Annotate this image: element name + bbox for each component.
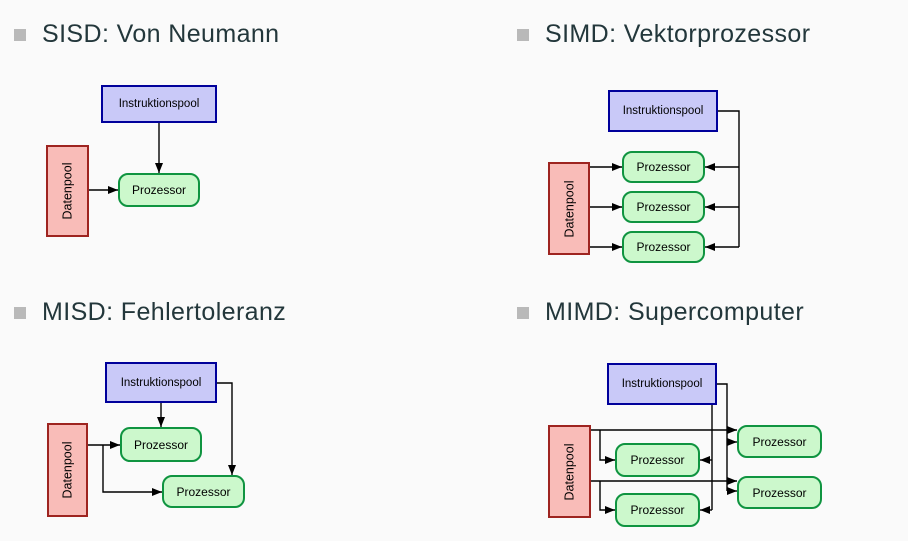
misd-instruction-pool-box: Instruktionspool — [105, 362, 217, 403]
bullet-square-icon — [517, 29, 529, 41]
instruction-pool-label: Instruktionspool — [622, 105, 704, 117]
data-pool-label: Datenpool — [562, 443, 577, 500]
bullet-square-icon — [14, 29, 26, 41]
processor-label: Prozessor — [636, 200, 691, 214]
processor-label: Prozessor — [630, 453, 685, 467]
mimd-instruction-trunk-right — [716, 383, 728, 491]
simd-instruction-pool-box: Instruktionspool — [608, 90, 718, 132]
misd-instruction-arrow-2 — [216, 382, 236, 475]
processor-label: Prozessor — [636, 160, 691, 174]
sisd-instruction-pool-box: Instruktionspool — [101, 85, 217, 123]
misd-processor-box-2: Prozessor — [162, 475, 245, 508]
simd-processor-box-3: Prozessor — [622, 231, 705, 263]
data-pool-label: Datenpool — [562, 180, 576, 237]
simd-data-pool-box: Datenpool — [548, 162, 590, 255]
processor-label: Prozessor — [176, 484, 231, 499]
instruction-pool-label: Instruktionspool — [118, 98, 200, 110]
processor-label: Prozessor — [752, 434, 807, 449]
misd-data-pool-box: Datenpool — [47, 423, 88, 517]
simd-processor-box-2: Prozessor — [622, 191, 705, 223]
mimd-processor-box-right-2: Prozessor — [737, 476, 822, 509]
simd-processor-box-1: Prozessor — [622, 151, 705, 183]
heading-mimd: MIMD: Supercomputer — [545, 298, 805, 326]
bullet-square-icon — [14, 307, 26, 319]
sisd-processor-box: Prozessor — [118, 173, 200, 207]
processor-label: Prozessor — [630, 503, 685, 517]
processor-label: Prozessor — [636, 240, 691, 254]
mimd-processor-box-right-1: Prozessor — [737, 425, 822, 458]
processor-label: Prozessor — [131, 183, 187, 197]
instruction-pool-label: Instruktionspool — [120, 376, 202, 389]
data-pool-label: Datenpool — [60, 162, 75, 220]
mimd-processor-box-left-2: Prozessor — [615, 493, 700, 527]
mimd-data-pool-box: Datenpool — [548, 425, 591, 518]
misd-data-arrow-2 — [102, 445, 162, 496]
mimd-data-arrow-left-2 — [599, 481, 615, 514]
heading-sisd: SISD: Von Neumann — [42, 20, 280, 48]
mimd-processor-box-left-1: Prozessor — [615, 443, 700, 477]
heading-simd: SIMD: Vektorprozessor — [545, 20, 811, 48]
sisd-data-pool-box: Datenpool — [46, 145, 89, 237]
processor-label: Prozessor — [752, 485, 807, 500]
mimd-data-arrow-left-1 — [599, 430, 615, 464]
data-pool-label: Datenpool — [60, 441, 75, 499]
bullet-square-icon — [517, 307, 529, 319]
heading-misd: MISD: Fehlertoleranz — [42, 298, 287, 326]
misd-processor-box-1: Prozessor — [120, 427, 202, 462]
simd-instruction-trunk — [716, 110, 740, 247]
instruction-pool-label: Instruktionspool — [621, 378, 703, 390]
mimd-instruction-pool-box: Instruktionspool — [607, 363, 717, 405]
processor-label: Prozessor — [133, 437, 189, 452]
